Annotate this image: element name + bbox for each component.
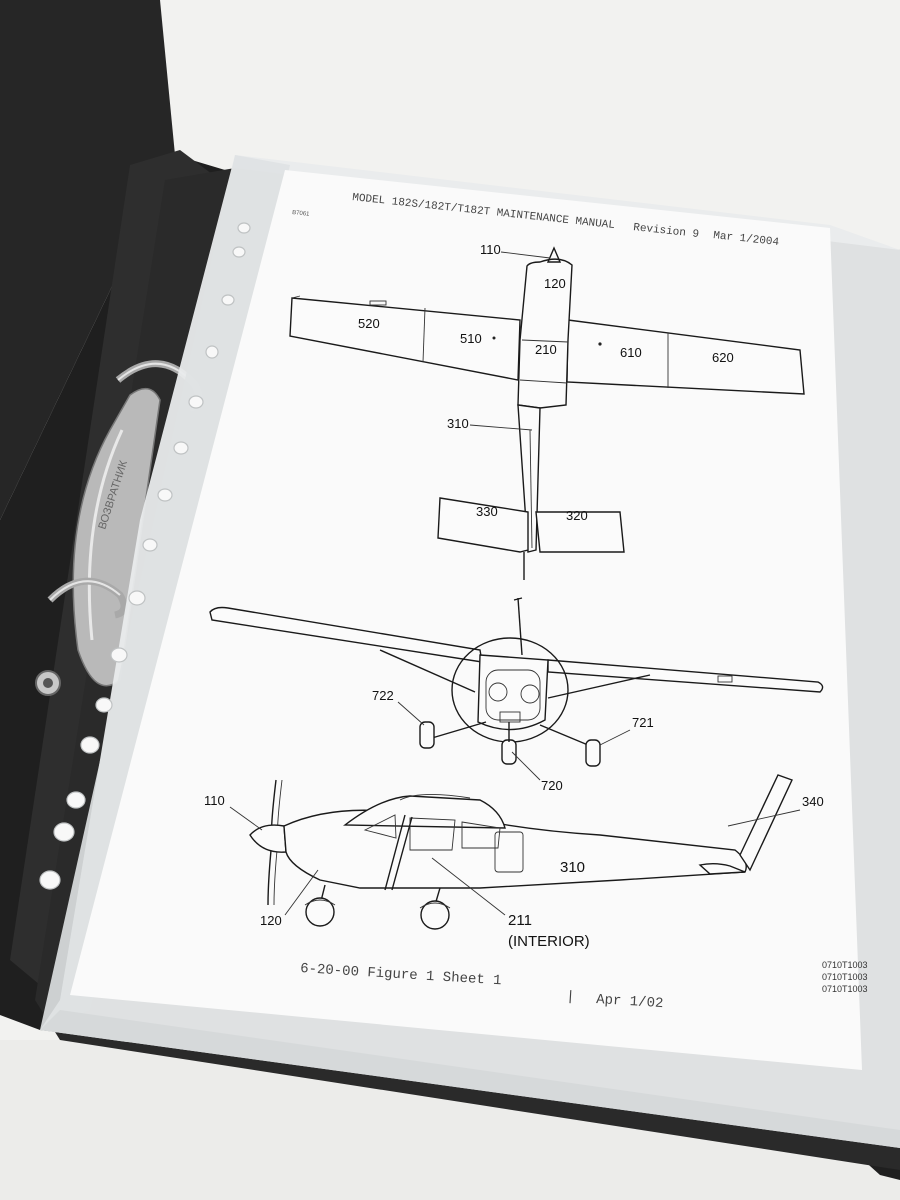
front-label-721: 721 <box>632 715 654 730</box>
top-label-320: 320 <box>566 508 588 523</box>
top-label-510: 510 <box>460 331 482 346</box>
drawing-code-3: 0710T1003 <box>822 984 868 994</box>
top-label-620: 620 <box>712 350 734 365</box>
top-label-610: 610 <box>620 345 642 360</box>
sheet-code: B7061 <box>292 210 311 218</box>
footer-date: Apr 1/02 <box>596 992 664 1012</box>
ring-mechanism: ВОЗВРАТНИК <box>35 360 203 696</box>
top-label-310: 310 <box>447 416 469 431</box>
top-label-110: 110 <box>480 242 501 257</box>
side-label-120: 120 <box>260 913 282 928</box>
top-label-210: 210 <box>535 342 557 357</box>
side-label-310: 310 <box>560 859 585 876</box>
drawing-code-1: 0710T1003 <box>822 960 868 970</box>
drawing-code-2: 0710T1003 <box>822 972 868 982</box>
footer-separator: | <box>566 989 575 1005</box>
top-label-520: 520 <box>358 316 380 331</box>
front-label-722: 722 <box>372 688 394 703</box>
aircraft-side-view: 110 340 310 120 211 (INTERIOR) <box>204 774 824 950</box>
side-label-110: 110 <box>204 793 225 808</box>
top-label-120: 120 <box>544 276 566 291</box>
side-label-340: 340 <box>802 794 824 809</box>
aircraft-front-view: 722 721 720 <box>209 597 824 793</box>
front-label-720: 720 <box>541 778 563 793</box>
top-label-330: 330 <box>476 504 498 519</box>
punch-holes <box>39 222 251 890</box>
side-label-interior: (INTERIOR) <box>508 933 590 950</box>
side-label-211: 211 <box>508 912 532 929</box>
aircraft-top-view: 110 120 520 510 210 610 620 310 330 320 <box>289 242 805 580</box>
